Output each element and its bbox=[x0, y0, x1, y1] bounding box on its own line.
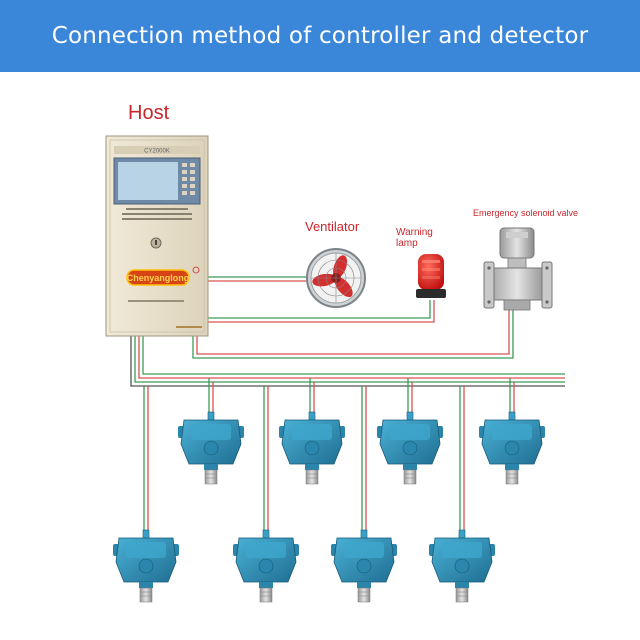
controller-lcd-screen bbox=[118, 162, 178, 200]
host-controller-cabinet: CY2000K Chenyanglong bbox=[105, 135, 209, 337]
gas-detector-bottom-3 bbox=[330, 529, 398, 603]
solenoid-valve-label: Emergency solenoid valve bbox=[473, 208, 579, 218]
gas-detector-bottom-1 bbox=[112, 529, 180, 603]
controller-keypad bbox=[182, 163, 195, 195]
brand-plate bbox=[126, 269, 190, 286]
gas-detector-top-4 bbox=[478, 411, 546, 485]
header-banner: Connection method of controller and dete… bbox=[0, 0, 640, 72]
gas-detector-bottom-4 bbox=[428, 529, 496, 603]
ventilator-fan-icon bbox=[306, 248, 366, 308]
warning-lamp-label-line1: Warning bbox=[396, 227, 433, 238]
page-title: Connection method of controller and dete… bbox=[51, 23, 589, 49]
warning-lamp-icon bbox=[416, 254, 446, 298]
wiring bbox=[130, 276, 565, 530]
brand-plate-text: Chenyanglong bbox=[127, 273, 190, 283]
gas-detector-top-2 bbox=[278, 411, 346, 485]
gas-detector-top-1 bbox=[177, 411, 245, 485]
gas-detector-bottom-2 bbox=[232, 529, 300, 603]
warning-lamp-label: Warning lamp bbox=[396, 227, 446, 249]
host-label: Host bbox=[128, 102, 170, 124]
cabinet-model: CY2000K bbox=[144, 149, 170, 155]
gas-detector-top-3 bbox=[376, 411, 444, 485]
warning-lamp-label-line2: lamp bbox=[396, 238, 418, 249]
solenoid-valve-icon bbox=[483, 227, 553, 311]
ventilator-label: Ventilator bbox=[305, 219, 360, 234]
